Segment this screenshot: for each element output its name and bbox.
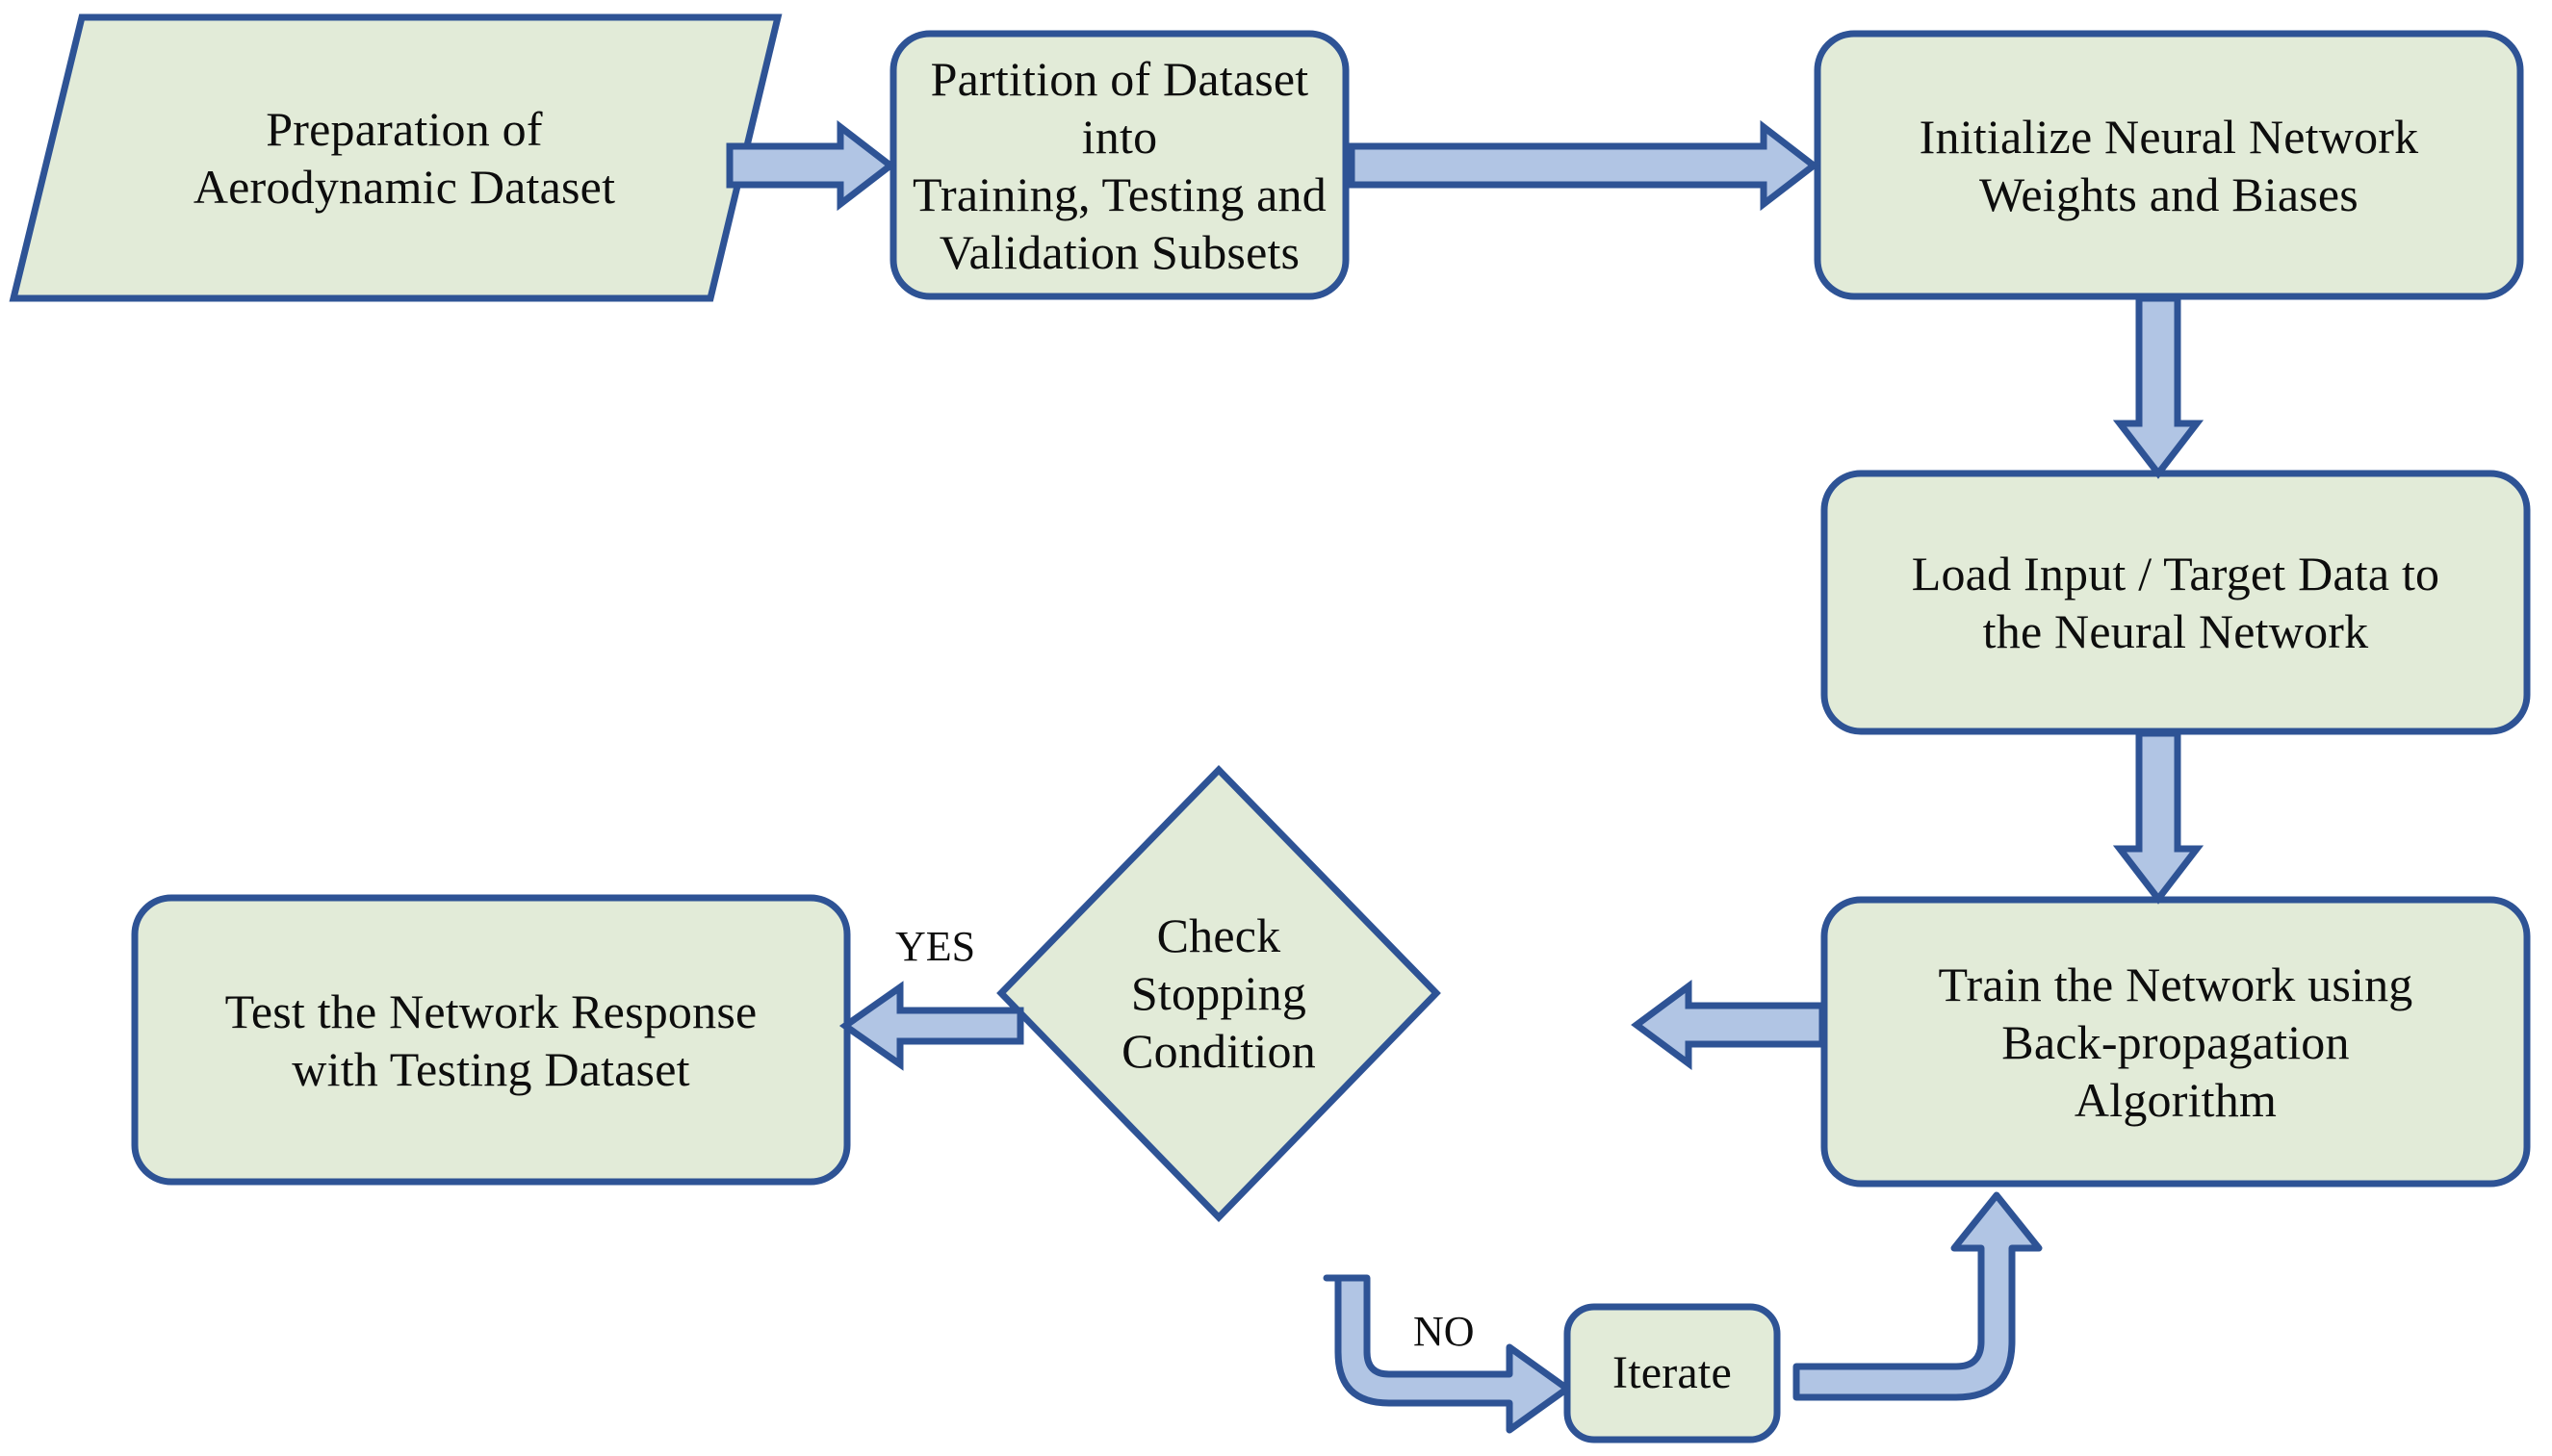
node-test-network-shape[interactable] xyxy=(131,894,851,1186)
node-check-stopping-condition-shape[interactable] xyxy=(996,764,1441,1223)
edge-check-to-test-arrow xyxy=(838,981,1024,1071)
edge-iterate-to-train-arrow xyxy=(1792,1191,2043,1401)
node-prepare-dataset[interactable] xyxy=(13,17,778,298)
edge-train-to-check-arrow xyxy=(1631,980,1826,1070)
node-check-stopping-condition[interactable] xyxy=(1001,770,1436,1217)
node-iterate-shape[interactable] xyxy=(1563,1303,1781,1443)
node-partition-dataset[interactable] xyxy=(893,34,1346,296)
node-prepare-dataset-shape[interactable] xyxy=(9,13,783,302)
edge-partition-to-initialize-arrow xyxy=(1348,119,1819,212)
edge-initialize-to-load-arrow xyxy=(2112,294,2204,479)
edge-check-to-iterate-arrow xyxy=(1323,1274,1571,1434)
node-initialize-network[interactable] xyxy=(1817,34,2520,296)
node-load-data[interactable] xyxy=(1824,473,2527,731)
edge-prepare-to-partition-arrow xyxy=(726,119,896,212)
edge-load-to-train-arrow xyxy=(2112,729,2204,905)
node-train-network[interactable] xyxy=(1824,900,2527,1184)
node-iterate[interactable] xyxy=(1567,1307,1777,1440)
node-test-network[interactable] xyxy=(135,898,847,1182)
